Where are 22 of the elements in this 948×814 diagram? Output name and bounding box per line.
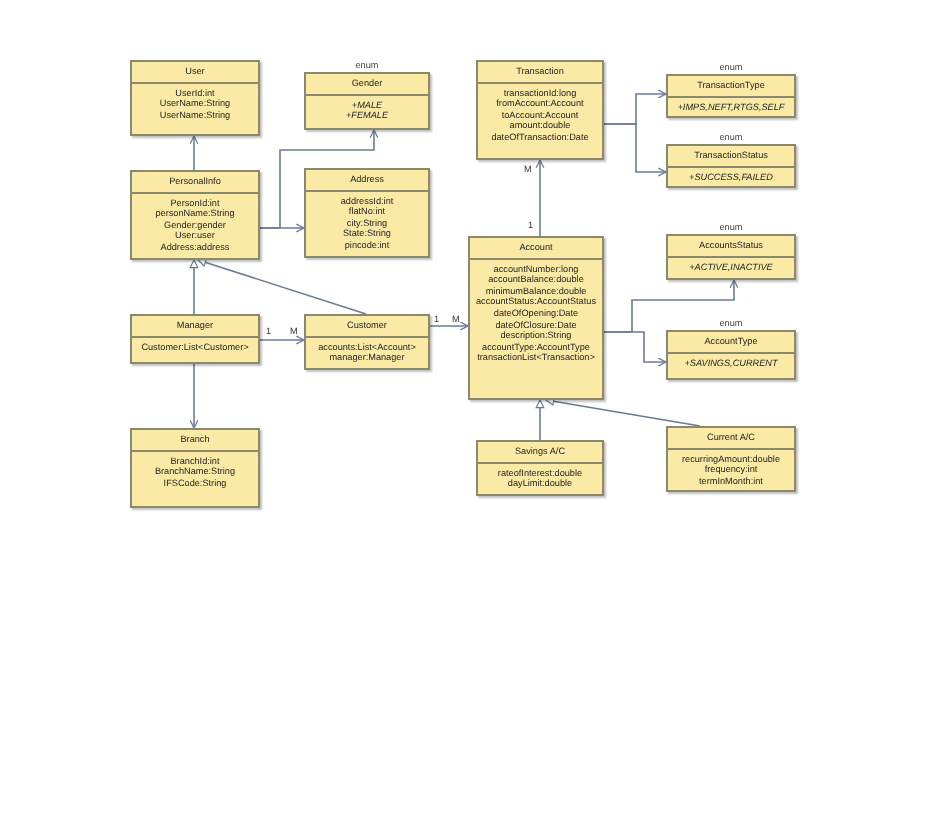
class-box <box>476 440 604 496</box>
inheritance-arrow <box>197 258 367 315</box>
association-arrow <box>189 363 199 429</box>
class-box <box>130 314 260 364</box>
class-box <box>666 426 796 493</box>
association-arrow <box>429 321 469 331</box>
association-arrow <box>603 331 667 367</box>
class-box <box>304 168 430 258</box>
class-box <box>304 314 430 370</box>
inheritance-arrow <box>545 396 701 427</box>
class-box <box>130 170 260 260</box>
inheritance-arrow <box>535 399 545 441</box>
class-box <box>130 428 260 508</box>
inheritance-arrow <box>189 259 199 315</box>
class-box <box>476 60 604 160</box>
association-arrow <box>603 123 667 177</box>
class-box <box>468 236 604 400</box>
association-arrow <box>535 159 545 237</box>
association-arrow <box>259 223 305 233</box>
association-arrow <box>189 135 199 171</box>
association-arrow <box>259 335 305 345</box>
class-box <box>130 60 260 136</box>
